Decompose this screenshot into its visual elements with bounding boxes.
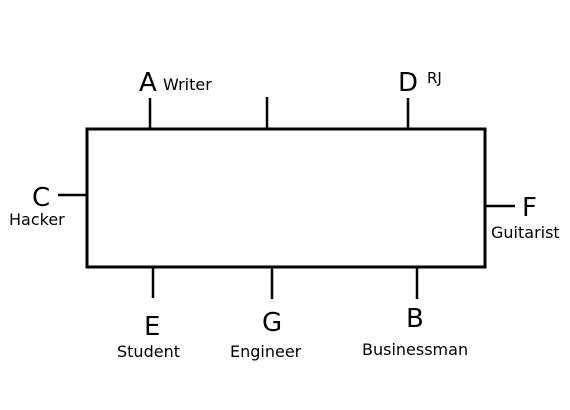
seat-letter-b: B [406, 304, 424, 334]
seat-letter-c: C [32, 183, 51, 213]
seat-role-businessman: Businessman [362, 340, 469, 359]
seat-letter-e: E [144, 312, 161, 342]
seat-role-hacker: Hacker [9, 210, 65, 229]
seat-role-rj: RJ [427, 69, 442, 87]
seat-letter-d: D [398, 68, 419, 98]
seat-role-student: Student [117, 342, 180, 361]
seat-role-writer: Writer [163, 75, 212, 94]
table-rectangle [85, 127, 487, 269]
seat-role-guitarist: Guitarist [491, 223, 560, 242]
seat-letter-g: G [262, 308, 283, 338]
seat-letter-f: F [522, 193, 537, 223]
seat-role-engineer: Engineer [230, 342, 302, 361]
seat-letter-a: A [139, 68, 157, 98]
